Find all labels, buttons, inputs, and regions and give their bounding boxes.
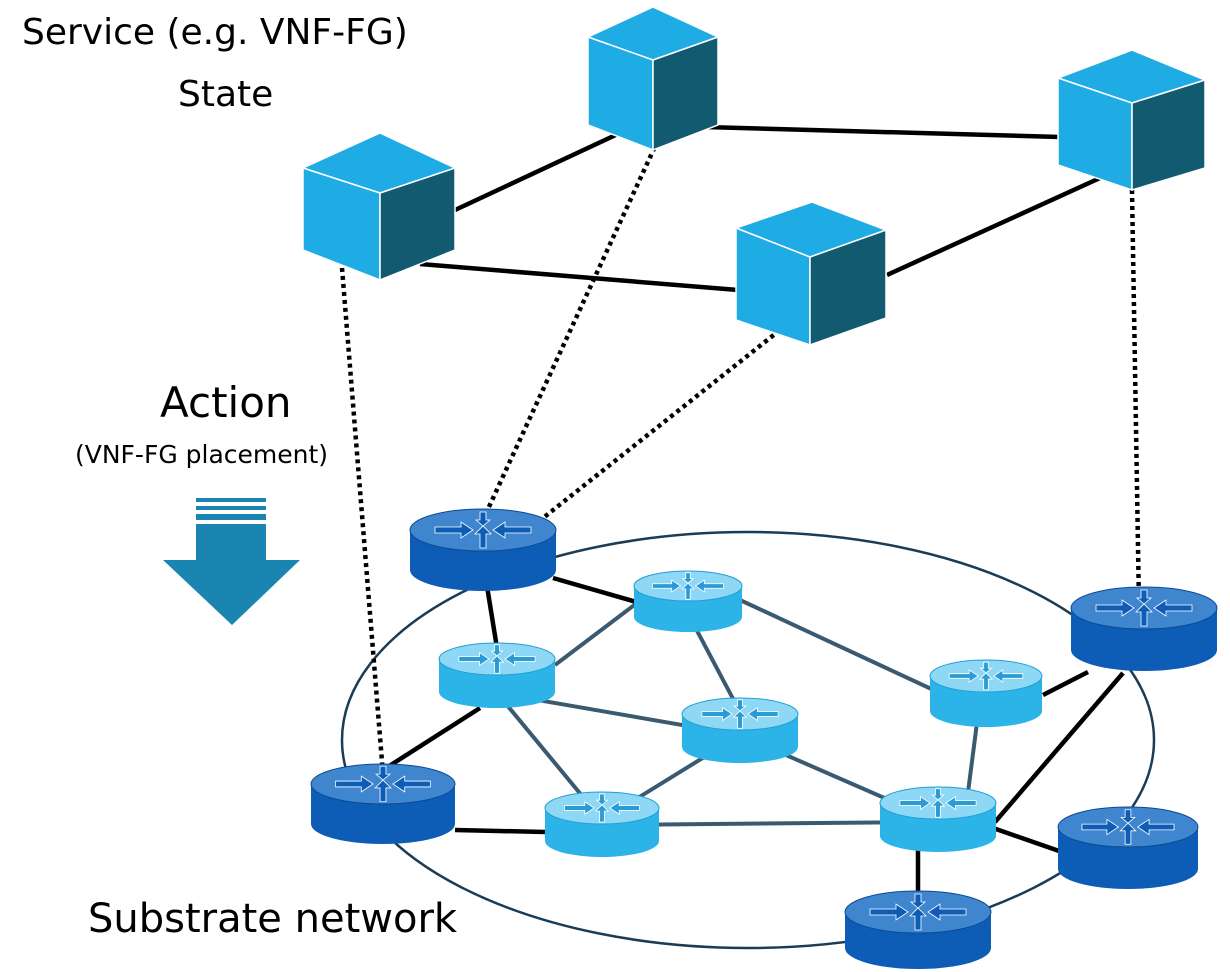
vnf-cube-1 <box>300 132 458 282</box>
vnf-cube-4 <box>1055 49 1208 192</box>
vnf-cube-2 <box>586 6 720 152</box>
router-icon <box>844 890 992 969</box>
vnf-fg-links <box>419 124 1101 293</box>
service-label: Service (e.g. VNF-FG) <box>22 12 408 53</box>
state-label: State <box>178 74 274 115</box>
router-icon <box>544 791 660 857</box>
router-icon <box>438 642 556 708</box>
vnf-cube-3 <box>733 201 889 347</box>
router-icon <box>929 659 1043 727</box>
router-icon <box>681 697 799 763</box>
substrate-links-core <box>381 575 1125 893</box>
router-icon <box>879 786 997 852</box>
substrate-boundary <box>340 530 1156 950</box>
router-icon <box>1057 806 1199 889</box>
router-icon <box>310 763 456 844</box>
placement-label: (VNF-FG placement) <box>75 440 329 469</box>
mapping-links <box>339 139 1142 775</box>
down-arrow-icon <box>163 498 300 625</box>
router-icon <box>1070 586 1218 671</box>
router-icon <box>409 508 557 591</box>
substrate-network-label: Substrate network <box>88 896 458 942</box>
router-icon <box>633 570 743 632</box>
action-label: Action <box>160 378 292 427</box>
